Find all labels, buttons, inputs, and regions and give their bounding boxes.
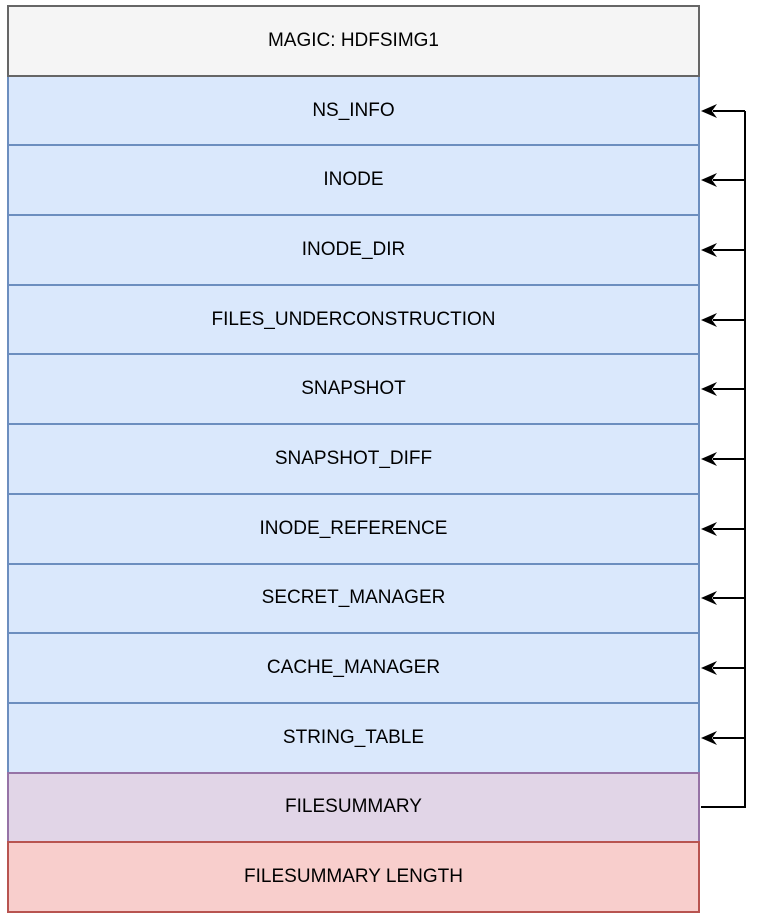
block-label: INODE bbox=[323, 169, 384, 191]
block-inode: INODE bbox=[7, 144, 700, 217]
arrowhead-icon bbox=[701, 661, 717, 675]
block-label: SNAPSHOT_DIFF bbox=[274, 447, 433, 469]
block-inode-dir: INODE_DIR bbox=[7, 214, 700, 286]
block-cache-manager: CACHE_MANAGER bbox=[7, 632, 700, 704]
block-label: FILES_UNDERCONSTRUCTION bbox=[211, 308, 496, 330]
block-label: NS_INFO bbox=[312, 99, 395, 121]
block-label: SNAPSHOT bbox=[301, 378, 406, 400]
connector-rail bbox=[701, 111, 746, 808]
block-secret-manager: SECRET_MANAGER bbox=[7, 562, 700, 635]
block-snapshot: SNAPSHOT bbox=[7, 353, 700, 426]
block-label: FILESUMMARY bbox=[285, 796, 422, 818]
block-snapshot-diff: SNAPSHOT_DIFF bbox=[7, 423, 700, 495]
block-inode-reference: INODE_REFERENCE bbox=[7, 492, 700, 565]
block-magic: MAGIC: HDFSIMG1 bbox=[7, 5, 700, 77]
block-label: INODE_DIR bbox=[301, 238, 406, 260]
arrowhead-icon bbox=[701, 104, 717, 118]
block-label: SECRET_MANAGER bbox=[261, 587, 446, 609]
block-string-table: STRING_TABLE bbox=[7, 701, 700, 774]
arrowhead-icon bbox=[701, 243, 717, 257]
block-filesummary: FILESUMMARY bbox=[7, 771, 700, 844]
block-label: CACHE_MANAGER bbox=[266, 657, 441, 679]
arrowhead-icon bbox=[701, 382, 717, 396]
arrowhead-icon bbox=[701, 173, 717, 187]
block-stack: MAGIC: HDFSIMG1 NS_INFO INODE INODE_DIR … bbox=[7, 5, 700, 913]
arrowhead-icon bbox=[701, 452, 717, 466]
arrowhead-icon bbox=[701, 731, 717, 745]
block-label: INODE_REFERENCE bbox=[259, 517, 448, 539]
block-files-underconstruction: FILES_UNDERCONSTRUCTION bbox=[7, 283, 700, 356]
arrowhead-icon bbox=[701, 591, 717, 605]
arrowhead-icon bbox=[701, 522, 717, 536]
block-label: MAGIC: HDFSIMG1 bbox=[267, 29, 439, 51]
block-label: STRING_TABLE bbox=[282, 726, 425, 748]
block-label: FILESUMMARY LENGTH bbox=[244, 866, 463, 888]
arrowhead-icon bbox=[701, 313, 717, 327]
block-ns-info: NS_INFO bbox=[7, 74, 700, 147]
block-filesummary-length: FILESUMMARY LENGTH bbox=[7, 841, 700, 913]
